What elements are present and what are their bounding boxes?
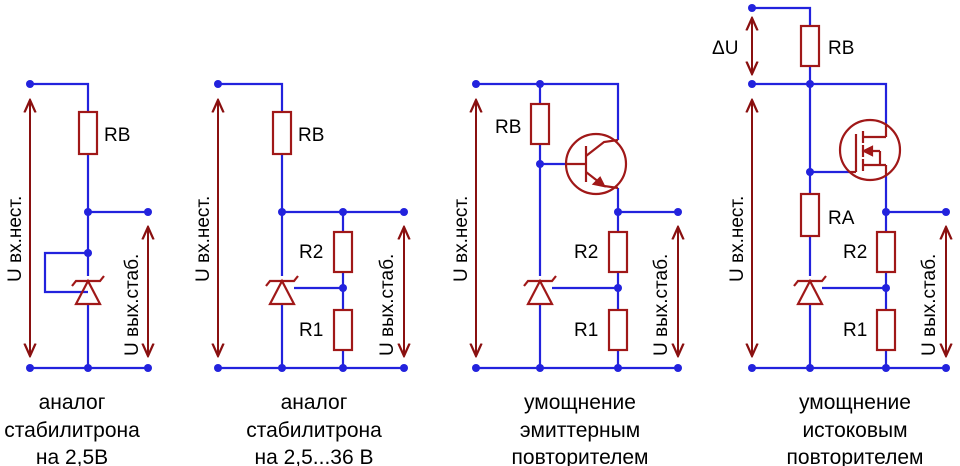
caption-4: умощнение истоковым повторителем (787, 391, 924, 466)
u-out-label: U вых.стаб. (919, 254, 940, 356)
caption-4-line-3: повторителем (787, 446, 924, 466)
circuit-4-nodes (748, 4, 950, 372)
resistor-r1-label: R1 (574, 320, 598, 341)
u-in-label: U вх.нест. (451, 196, 472, 282)
u-in-label: U вх.нест. (5, 196, 26, 282)
circuit-4-wires (752, 6, 946, 370)
resistor-rb-label: RB (828, 38, 854, 59)
resistor-r1-label: R1 (843, 320, 867, 341)
tl431-symbol (793, 275, 827, 306)
resistor-r1 (332, 308, 354, 352)
circuit-1: RB U вх.нест. U вых.стаб. аналог стабили… (4, 80, 152, 466)
u-in-label: U вх.нест. (193, 196, 214, 282)
resistor-r1-label: R1 (299, 320, 323, 341)
resistor-r2 (607, 230, 629, 274)
circuit-3-wires (476, 82, 678, 370)
resistor-rb (77, 110, 99, 156)
caption-1-line-3: на 2,5В (36, 446, 108, 466)
caption-1-line-2: стабилитрона (4, 419, 140, 442)
resistor-ra-label: RA (828, 208, 855, 229)
caption-3-line-3: повторителем (512, 446, 649, 466)
caption-2: аналог стабилитрона на 2,5...36 В (246, 391, 382, 466)
resistor-rb (529, 102, 551, 146)
circuit-4: RB RA R2 R1 ΔU U вх.нест. (712, 4, 950, 466)
resistor-rb-label: RB (495, 117, 521, 138)
caption-1-line-1: аналог (39, 391, 106, 414)
caption-2-line-2: стабилитрона (246, 419, 382, 442)
circuit-3: RB R2 R1 U вх.нест. U вых.стаб. умощнени… (451, 80, 682, 466)
resistor-r1 (875, 308, 897, 352)
circuit-1-nodes (26, 80, 152, 372)
delta-u-label: ΔU (712, 38, 738, 59)
u-out-label: U вых.стаб. (122, 254, 143, 356)
circuit-2-nodes (214, 80, 408, 372)
zener-diode-symbol (71, 275, 105, 306)
resistor-rb-label: RB (104, 125, 130, 146)
caption-3: умощнение эмиттерным повторителем (512, 391, 649, 466)
caption-2-line-3: на 2,5...36 В (254, 446, 373, 466)
circuit-3-nodes (472, 80, 682, 372)
u-out-label: U вых.стаб. (377, 254, 398, 356)
u-in-label: U вх.нест. (727, 196, 748, 282)
tl431-symbol (265, 275, 299, 306)
resistor-ra (799, 192, 821, 238)
resistor-r2 (332, 230, 354, 274)
mosfet-symbol (838, 118, 902, 182)
npn-transistor-symbol (564, 132, 628, 196)
resistor-rb (799, 24, 821, 68)
resistor-r2-label: R2 (843, 242, 867, 263)
resistor-r1 (607, 308, 629, 352)
caption-1: аналог стабилитрона на 2,5В (4, 391, 140, 466)
resistor-r2-label: R2 (574, 242, 598, 263)
u-out-label: U вых.стаб. (651, 254, 672, 356)
caption-2-line-1: аналог (281, 391, 348, 414)
caption-4-line-1: умощнение (799, 391, 911, 414)
resistor-r2-label: R2 (299, 242, 323, 263)
caption-3-line-1: умощнение (524, 391, 636, 414)
circuit-2: RB R2 R1 U вх.нест. U вых.стаб. аналог с… (193, 80, 408, 466)
tl431-symbol (523, 275, 557, 306)
resistor-rb (271, 110, 293, 156)
caption-4-line-2: истоковым (802, 419, 907, 442)
resistor-rb-label: RB (298, 125, 324, 146)
caption-3-line-2: эмиттерным (520, 419, 640, 442)
resistor-r2 (875, 230, 897, 274)
